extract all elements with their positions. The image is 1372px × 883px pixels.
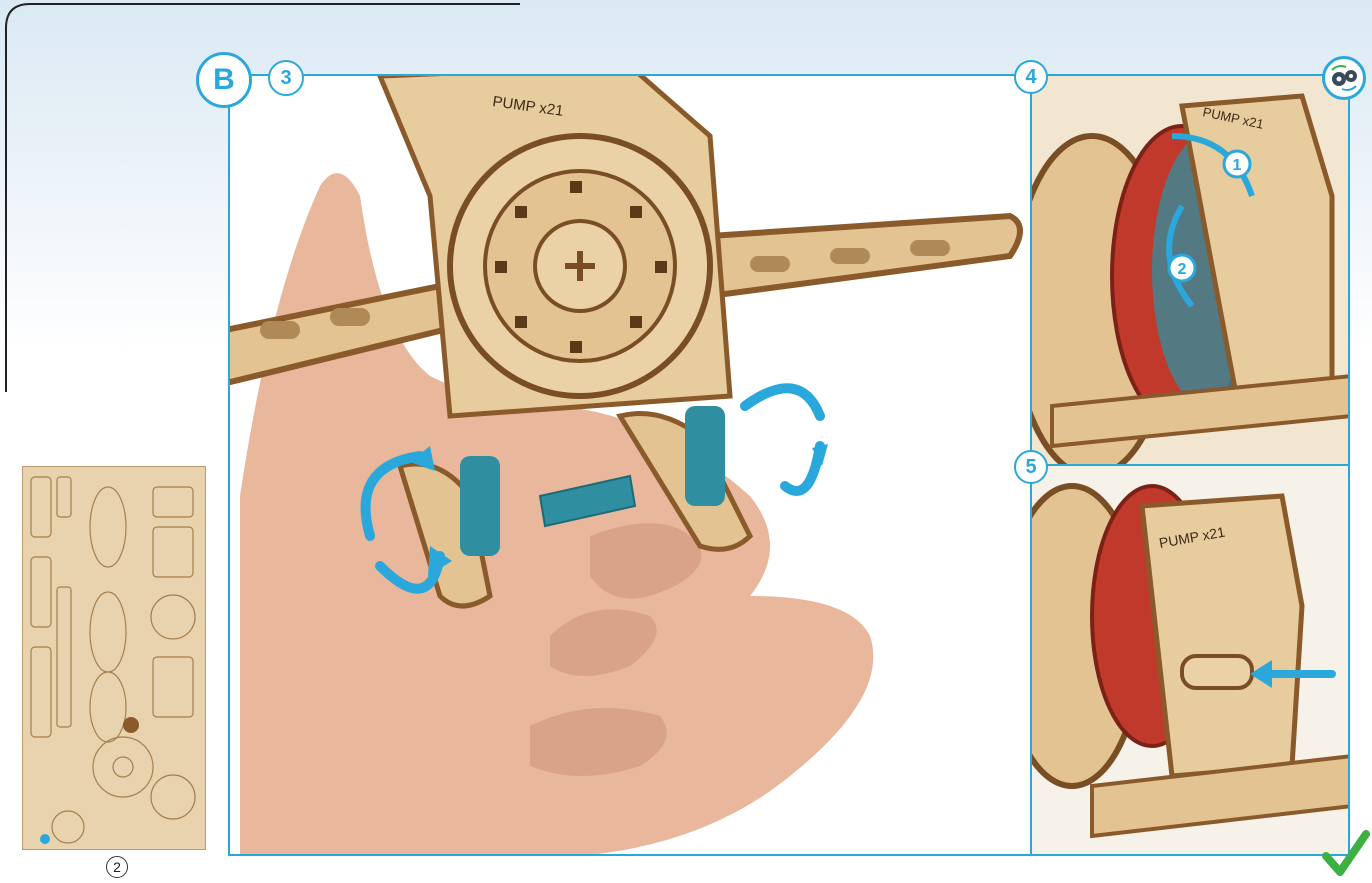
- parts-sheet-graphic: [23, 467, 206, 850]
- rotate-arrow-right: [745, 388, 820, 491]
- gears-icon[interactable]: [1322, 56, 1366, 100]
- panel5-peg: [1182, 656, 1252, 688]
- step4-panel: PUMP x21 1 2: [1030, 74, 1350, 466]
- gears-icon-graphic: [1328, 64, 1360, 92]
- step4-illustration: PUMP x21 1 2: [1032, 76, 1350, 466]
- parts-sheet-number: 2: [106, 856, 128, 878]
- step3-panel: PUMP x21: [228, 74, 1032, 856]
- step3-badge: 3: [268, 60, 304, 96]
- step4-badge: 4: [1014, 60, 1048, 94]
- step5-badge: 5: [1014, 450, 1048, 484]
- step5-panel: PUMP x21: [1030, 464, 1350, 856]
- step5-illustration: PUMP x21: [1032, 466, 1350, 856]
- parts-sheet: [22, 466, 206, 850]
- step3-illustration: PUMP x21: [230, 76, 1032, 856]
- teal-gear-right: [685, 406, 725, 506]
- checkmark-icon: [1320, 828, 1370, 878]
- teal-gear-left: [460, 456, 500, 556]
- panel4-marker-1-label: 1: [1233, 157, 1242, 174]
- section-letter-badge: B: [196, 52, 252, 108]
- panel4-marker-2-label: 2: [1178, 261, 1187, 278]
